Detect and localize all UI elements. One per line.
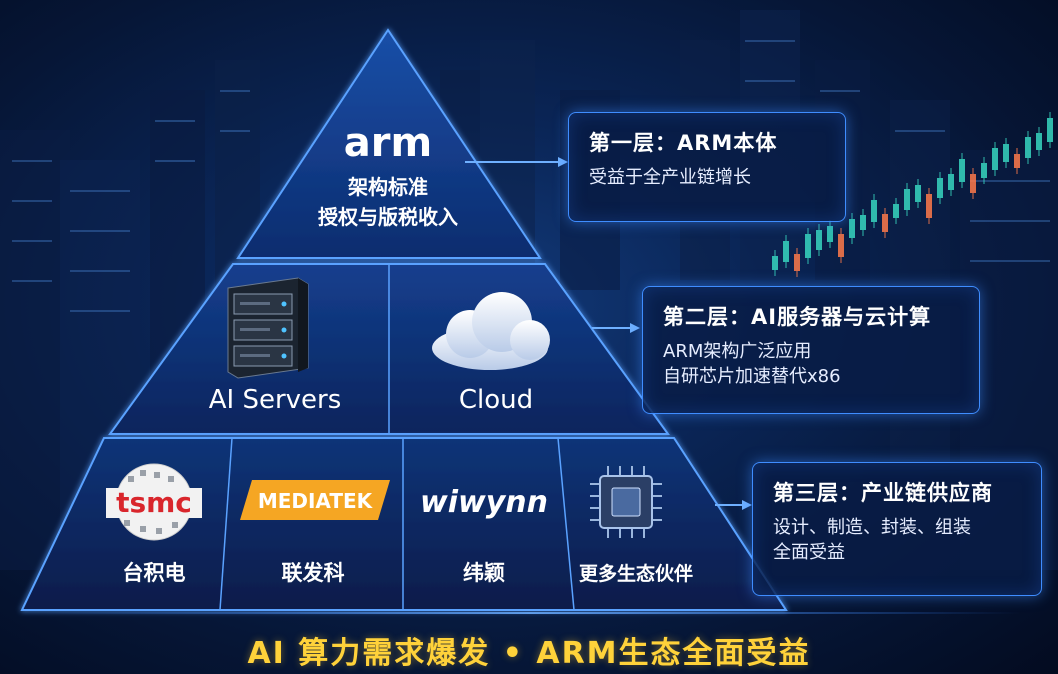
callout-layer2: 第二层：AI服务器与云计算 ARM架构广泛应用 自研芯片加速替代x86 <box>642 286 980 414</box>
candle-body <box>948 174 954 190</box>
candle-body <box>871 200 877 222</box>
pyramid-tier-top <box>236 28 542 259</box>
candle-body <box>772 256 778 270</box>
candle-body <box>904 189 910 210</box>
candle-body <box>959 159 965 182</box>
candle-body <box>970 174 976 193</box>
server-rack-icon <box>227 277 309 379</box>
cloud-icon <box>432 292 550 370</box>
callout-layer2-line2: 自研芯片加速替代x86 <box>663 365 841 387</box>
ai-servers-label: AI Servers <box>209 385 342 415</box>
candle-body <box>849 219 855 238</box>
candle-body <box>1025 137 1031 158</box>
svg-text:tsmc: tsmc <box>116 486 192 519</box>
callout-layer3: 第三层：产业链供应商 设计、制造、封装、组装 全面受益 <box>752 462 1042 596</box>
callout-layer3-line1: 设计、制造、封装、组装 <box>773 517 971 538</box>
mediatek-logo: MEDIATEK <box>240 480 390 520</box>
candle-body <box>827 226 833 242</box>
chip-icon <box>590 466 662 538</box>
candle-body <box>992 148 998 170</box>
callout-layer1-line1: 受益于全产业链增长 <box>589 167 751 188</box>
pyramid-tier-bottom <box>20 437 788 611</box>
partners-label: 更多生态伙伴 <box>579 562 693 585</box>
top-tier-line1: 架构标准 <box>348 175 428 199</box>
candle-body <box>882 214 888 232</box>
candle-body <box>1036 133 1042 150</box>
candle-body <box>816 230 822 250</box>
arm-logo: arm <box>344 120 432 166</box>
top-tier-line2: 授权与版税收入 <box>318 205 458 229</box>
wiwynn-logo: wiwynn <box>420 485 548 520</box>
candle-body <box>937 178 943 198</box>
callout-layer2-title: 第二层：AI服务器与云计算 <box>663 305 932 329</box>
callout-layer2-line1: ARM架构广泛应用 <box>663 341 812 362</box>
footer-slogan: AI 算力需求爆发 • ARM生态全面受益 <box>247 636 811 671</box>
candle-body <box>915 185 921 202</box>
candle-body <box>1014 154 1020 168</box>
callout-layer1: 第一层：ARM本体 受益于全产业链增长 <box>568 112 846 222</box>
callout-layer3-title: 第三层：产业链供应商 <box>773 481 993 505</box>
candle-body <box>805 234 811 258</box>
cloud-label: Cloud <box>459 385 533 415</box>
candle-body <box>1047 118 1053 142</box>
candle-body <box>981 163 987 178</box>
candle-body <box>783 241 789 262</box>
candle-body <box>794 254 800 271</box>
glow-floor-line <box>40 612 1020 614</box>
candlestick-chart-background <box>772 112 1053 277</box>
candle-body <box>838 234 844 257</box>
candle-body <box>893 204 899 218</box>
wiwynn-label: 纬颖 <box>463 561 505 585</box>
svg-text:MEDIATEK: MEDIATEK <box>258 489 374 513</box>
tsmc-logo: tsmc <box>106 463 202 541</box>
candle-body <box>926 194 932 218</box>
tsmc-label: 台积电 <box>123 561 186 585</box>
connector-arrows <box>465 157 752 510</box>
callout-layer1-title: 第一层：ARM本体 <box>589 131 778 155</box>
candle-body <box>1003 144 1009 162</box>
callout-layer3-line2: 全面受益 <box>773 541 845 563</box>
mediatek-label: 联发科 <box>282 561 345 585</box>
candle-body <box>860 215 866 230</box>
